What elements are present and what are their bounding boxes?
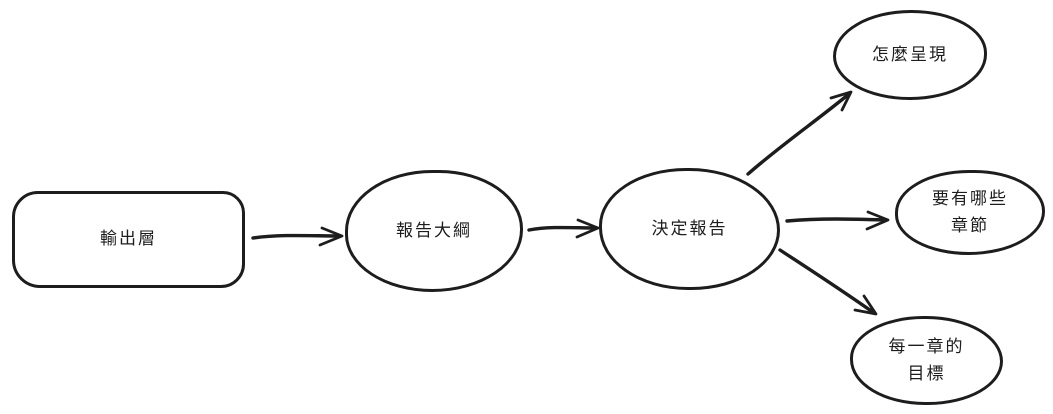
node-chapter-goal: 每一章的 目標 (850, 316, 1003, 405)
edge-decide-report-to-how-to-present (746, 90, 853, 176)
node-report-outline: 報告大綱 (345, 170, 523, 292)
node-how-to-present-label: 怎麼呈現 (872, 44, 948, 65)
edge-decide-report-to-which-chapters (785, 210, 890, 231)
node-how-to-present: 怎麼呈現 (833, 10, 987, 100)
node-which-chapters: 要有哪些 章節 (895, 170, 1045, 255)
node-chapter-goal-label: 每一章的 目標 (888, 337, 965, 384)
node-output-layer-label: 輸出層 (100, 229, 157, 250)
node-report-outline-label: 報告大綱 (396, 220, 472, 241)
edge-report-outline-to-decide-report (527, 218, 600, 239)
node-output-layer: 輸出層 (12, 191, 245, 288)
node-which-chapters-label: 要有哪些 章節 (932, 189, 1008, 236)
node-decide-report: 決定報告 (599, 168, 780, 290)
node-decide-report-label: 決定報告 (651, 218, 728, 239)
edge-output-layer-to-report-outline (251, 226, 344, 247)
edge-decide-report-to-chapter-goal (778, 248, 878, 316)
